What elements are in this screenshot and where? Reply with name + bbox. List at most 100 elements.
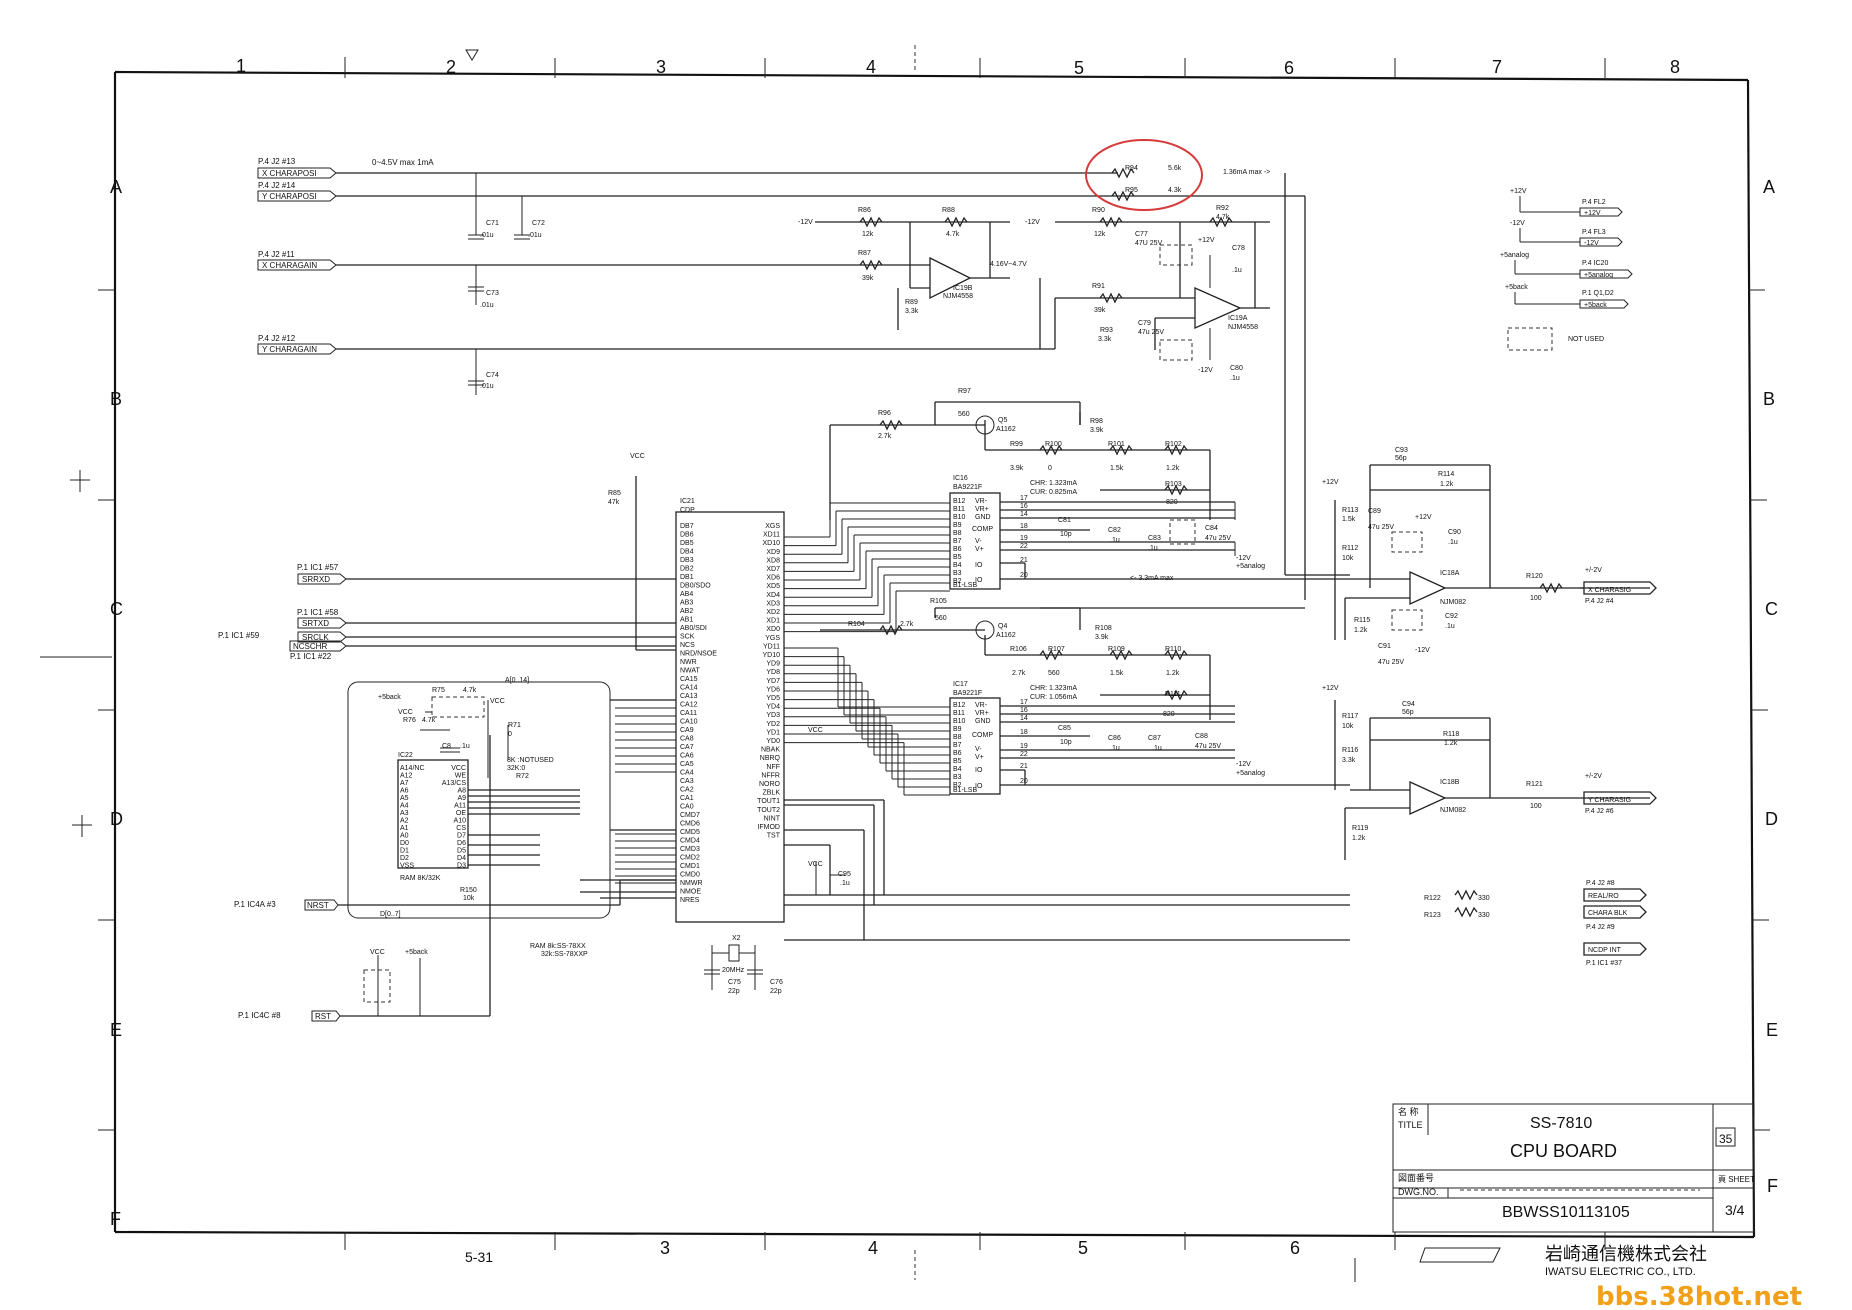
cap-value: .01u: [480, 383, 494, 390]
res-ref: R117: [1342, 713, 1358, 720]
res-value: 1.5k: [1110, 465, 1124, 472]
cap-value: .1u: [1445, 623, 1455, 630]
ic21-pin-label: CA0: [680, 804, 694, 811]
ic21-pin-label: CA4: [680, 770, 694, 777]
output-ref: P.4 J2 #4: [1585, 598, 1614, 605]
cap-value: .01u: [480, 302, 494, 309]
connector-ref: P.1 IC4C #8: [238, 1011, 281, 1020]
output-net: X CHARASIG: [1588, 587, 1631, 594]
transistor-ref: Q5: [998, 417, 1007, 424]
row-label: D: [110, 809, 123, 829]
connector-net: SRTXD: [302, 619, 329, 628]
dac-pin-num: 19: [1020, 743, 1028, 750]
ic21-pin-label: SCK: [680, 634, 695, 641]
dac-pin: B9: [953, 522, 962, 529]
res-value: 3.9k: [1090, 427, 1104, 434]
rail-label: +5analog: [1236, 770, 1265, 777]
legend-ref: P.1 Q1,D2: [1582, 290, 1614, 297]
res-value: 1.5k: [1342, 516, 1356, 523]
ic21-pin-label: YD6: [766, 686, 780, 693]
connector-net: X CHARAPOSI: [262, 169, 317, 178]
cap-ref: C87: [1148, 735, 1161, 742]
rail-label: +12V: [1415, 514, 1432, 521]
input-connectors: P.4 J2 #13 X CHARAPOSI P.4 J2 #14 Y CHAR…: [218, 157, 434, 1022]
connector-ref: P.1 IC1 #59: [218, 631, 260, 640]
company-name-en: IWATSU ELECTRIC CO., LTD.: [1545, 1266, 1696, 1278]
res-value: 12k: [1094, 231, 1106, 238]
ic21-pin-label: AB0/SDI: [680, 625, 707, 632]
cap-ref: C95: [838, 871, 851, 878]
rail-label: VCC: [490, 698, 505, 705]
dac-note: CUR: 1.056mA: [1030, 694, 1077, 701]
legend-ref: P.4 FL2: [1582, 199, 1606, 206]
connector-net: RST: [315, 1012, 331, 1021]
ic22-pin-label: D2: [400, 855, 409, 862]
res-ref: R113: [1342, 507, 1358, 514]
notused-note: 8K :NOTUSED: [507, 757, 554, 764]
rail-label: -12V: [1510, 220, 1525, 227]
voltage-note: 4.16V~4.7V: [990, 261, 1027, 268]
res-value: 1.2k: [1166, 465, 1180, 472]
legend-net: +5back: [1584, 302, 1607, 309]
connector-net: SRRXD: [302, 575, 330, 584]
cap-ref: C81: [1058, 517, 1071, 524]
res-ref: R103: [1165, 481, 1182, 488]
ic-ref: IC16: [953, 475, 968, 482]
col-label: 3: [656, 57, 666, 77]
ic21-pin-label: CA14: [680, 685, 698, 692]
dac-pin: B6: [953, 546, 962, 553]
highlighted-resistors: R94 5.6k R95 4.3k 1.36mA max ->: [1085, 139, 1270, 211]
rail-label: VCC: [630, 453, 645, 460]
ic21-pin-label: XD8: [766, 557, 780, 564]
ic21-pin-label: YD7: [766, 678, 780, 685]
col-label: 6: [1284, 58, 1294, 78]
res-value: 3.9k: [1095, 634, 1109, 641]
ic21-pin-label: XD0: [766, 626, 780, 633]
ic21-pin-label: XD3: [766, 600, 780, 607]
bus-label: A[0..14]: [505, 677, 529, 684]
ic21-pin-label: CA13: [680, 693, 698, 700]
ic21-pin-label: YGS: [765, 635, 780, 642]
rail-label: VCC: [398, 709, 413, 716]
res-ref: R89: [905, 299, 918, 306]
ic21-pin-label: NORO: [759, 781, 781, 788]
dac-pin-num: 16: [1020, 503, 1028, 510]
cap-value: .01u: [528, 232, 542, 239]
ic22-pin-label: CS: [456, 825, 466, 832]
res-ref: R106: [1010, 646, 1027, 653]
connector-ref: P.4 J2 #11: [258, 250, 295, 259]
ic21-pin-label: AB1: [680, 617, 693, 624]
ic21-pin-label: NRES: [680, 897, 700, 904]
dac-pin: VR-: [975, 702, 988, 709]
res-ref: R71: [508, 722, 521, 729]
cap-value: .1u: [1230, 375, 1240, 382]
connector-ref: P.1 IC1 #58: [297, 608, 339, 617]
res-value: 1.2k: [1444, 740, 1458, 747]
dac-pin: VR+: [975, 506, 989, 513]
power-legend: +12V P.4 FL2 +12V -12V P.4 FL3 -12V +5an…: [1500, 188, 1633, 351]
row-label: F: [1767, 1176, 1778, 1196]
col-label: 5: [1078, 1238, 1088, 1258]
rail-label: -12V: [1198, 367, 1213, 374]
dac-pin: B4: [953, 766, 962, 773]
res-value: 4.7k: [463, 687, 477, 694]
ic21-pin-label: NFF: [766, 764, 780, 771]
ic21-pin-label: CA11: [680, 710, 697, 717]
dac-pin: B1-LSB: [953, 787, 977, 794]
dac-pin: B4: [953, 562, 962, 569]
ic22-pin-label: D6: [457, 840, 466, 847]
res-value: 4.7k: [1216, 214, 1230, 221]
ic-part: CDP: [680, 507, 695, 514]
ic21-pin-label: DB5: [680, 540, 694, 547]
legend-net: +5analog: [1584, 272, 1613, 279]
transistor-part: A1162: [996, 632, 1016, 639]
company-logo-text: IWATSU: [1460, 1255, 1483, 1261]
res-ref: R115: [1354, 617, 1370, 624]
rail-label: +5analog: [1236, 563, 1265, 570]
ic22-pin-label: OE: [456, 810, 466, 817]
dac-pin: V-: [975, 538, 982, 545]
ic-part: NJM082: [1440, 599, 1466, 606]
dac-pin-num: 17: [1020, 495, 1028, 502]
